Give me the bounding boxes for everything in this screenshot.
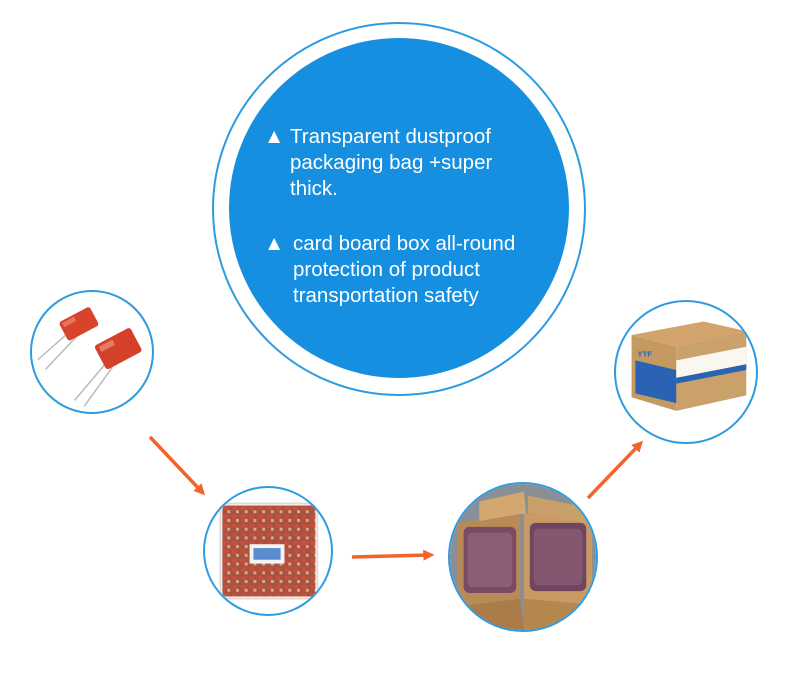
capacitor-photo	[30, 290, 154, 414]
open-box-icon	[450, 484, 596, 630]
bullet-packaging-bag: ▲ Transparent dustproof packaging bag +s…	[264, 124, 564, 204]
bag-icon	[219, 502, 319, 600]
carton-brand-label: YTF	[637, 349, 652, 358]
main-circle-ring	[212, 22, 586, 396]
arrow-step1-to-step2	[148, 435, 206, 496]
main-circle	[229, 38, 569, 378]
bullet-text: card board box all-round protection of p…	[293, 232, 516, 307]
arrow-step2-to-step3	[351, 549, 435, 561]
sealed-carton-photo: YTF	[614, 300, 758, 444]
triangle-bullet-icon: ▲	[264, 125, 285, 148]
bullet-cardboard-box: ▲ card board box all-round protection of…	[264, 231, 564, 311]
bagged-capacitors-photo	[203, 486, 333, 616]
triangle-bullet-icon: ▲	[264, 232, 285, 255]
capacitor-icon	[37, 307, 142, 407]
arrow-step3-to-step4	[586, 440, 644, 500]
carton-icon: YTF	[631, 321, 747, 411]
open-box-with-bags-photo	[448, 482, 598, 632]
bullet-text: Transparent dustproof packaging bag +sup…	[290, 125, 493, 200]
